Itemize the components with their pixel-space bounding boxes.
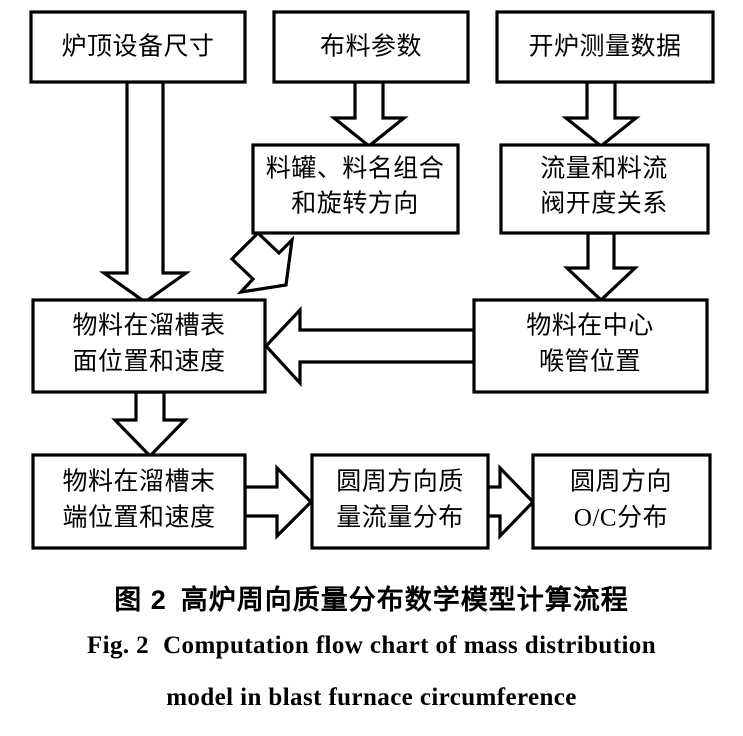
node-label-n7-line1: 物料在中心 bbox=[526, 312, 654, 340]
arrow-n4-to-n6-diagonal bbox=[229, 230, 295, 295]
node-n1[interactable]: 炉顶设备尺寸 bbox=[29, 10, 247, 84]
node-box-rect bbox=[29, 10, 247, 84]
node-box-rect bbox=[472, 298, 709, 394]
node-n2[interactable]: 布料参数 bbox=[272, 10, 470, 84]
node-box-rect bbox=[495, 10, 715, 84]
node-label-n6-line2: 面位置和速度 bbox=[72, 348, 225, 376]
node-label-n2-line1: 布料参数 bbox=[320, 33, 422, 61]
node-n9[interactable]: 圆周方向质 量流量分布 bbox=[310, 453, 490, 550]
arrow-n7-to-n6 bbox=[263, 305, 476, 388]
node-label-n10-line1: 圆周方向 bbox=[570, 468, 672, 496]
node-n10[interactable]: 圆周方向 O/C分布 bbox=[531, 453, 712, 550]
node-label-n9-line2: 量流量分布 bbox=[336, 504, 464, 532]
arrow-n3-to-n5 bbox=[561, 80, 641, 149]
arrow-n1-to-n6 bbox=[98, 80, 192, 304]
node-n3[interactable]: 开炉测量数据 bbox=[495, 10, 715, 84]
figure-caption-chinese: 图 2 高炉周向质量分布数学模型计算流程 bbox=[0, 578, 743, 617]
figure-caption-english-line2: model in blast furnace circumference bbox=[0, 684, 743, 712]
arrow-n6-to-n8 bbox=[111, 390, 189, 459]
node-label-n9-line1: 圆周方向质 bbox=[336, 468, 464, 496]
node-label-n7-line2: 喉管位置 bbox=[539, 348, 641, 376]
node-n5[interactable]: 流量和料流 阀开度关系 bbox=[499, 143, 710, 235]
node-label-n1-line1: 炉顶设备尺寸 bbox=[61, 33, 214, 61]
node-label-n4-line2: 和旋转方向 bbox=[291, 190, 419, 218]
node-box-rect bbox=[531, 453, 712, 550]
node-label-n10-line2: O/C分布 bbox=[574, 504, 668, 532]
node-label-n4-line1: 料罐、料名组合 bbox=[266, 155, 445, 183]
flowchart-canvas: 炉顶设备尺寸 布料参数 开炉测量数据 料罐、料名组合 和旋转方向 流量和料流 阀… bbox=[29, 10, 715, 550]
node-n7[interactable]: 物料在中心 喉管位置 bbox=[472, 298, 709, 394]
node-n6[interactable]: 物料在溜槽表 面位置和速度 bbox=[31, 298, 267, 394]
node-n4[interactable]: 料罐、料名组合 和旋转方向 bbox=[251, 143, 460, 235]
node-box-rect bbox=[31, 453, 247, 550]
node-box-rect bbox=[499, 143, 710, 235]
figure-number-cn: 图 2 bbox=[114, 585, 167, 615]
figure-caption-cn-text: 高炉周向质量分布数学模型计算流程 bbox=[180, 585, 629, 615]
arrow-n5-to-n7 bbox=[562, 231, 640, 303]
node-label-n5-line1: 流量和料流 bbox=[540, 155, 668, 183]
figure-caption-en-text-line2: model in blast furnace circumference bbox=[166, 684, 577, 711]
node-n8[interactable]: 物料在溜槽末 端位置和速度 bbox=[31, 453, 247, 550]
node-label-n8-line2: 端位置和速度 bbox=[62, 504, 215, 532]
node-box-rect bbox=[272, 10, 470, 84]
arrow-n8-to-n9 bbox=[243, 464, 314, 540]
node-label-n6-line1: 物料在溜槽表 bbox=[72, 312, 225, 340]
node-label-n8-line1: 物料在溜槽末 bbox=[62, 468, 215, 496]
figure-caption-english-line1: Fig. 2 Computation flow chart of mass dis… bbox=[0, 632, 743, 660]
arrow-n2-to-n4 bbox=[329, 80, 409, 149]
arrow-n9-to-n10 bbox=[486, 464, 536, 540]
node-label-n3-line1: 开炉测量数据 bbox=[528, 33, 681, 61]
figure-caption-en-text-line1: Computation flow chart of mass distribut… bbox=[163, 632, 657, 659]
node-box-rect bbox=[251, 143, 460, 235]
node-box-rect bbox=[310, 453, 490, 550]
figure-number-en: Fig. 2 bbox=[86, 632, 150, 659]
node-label-n5-line2: 阀开度关系 bbox=[540, 190, 668, 218]
node-box-rect bbox=[31, 298, 267, 394]
